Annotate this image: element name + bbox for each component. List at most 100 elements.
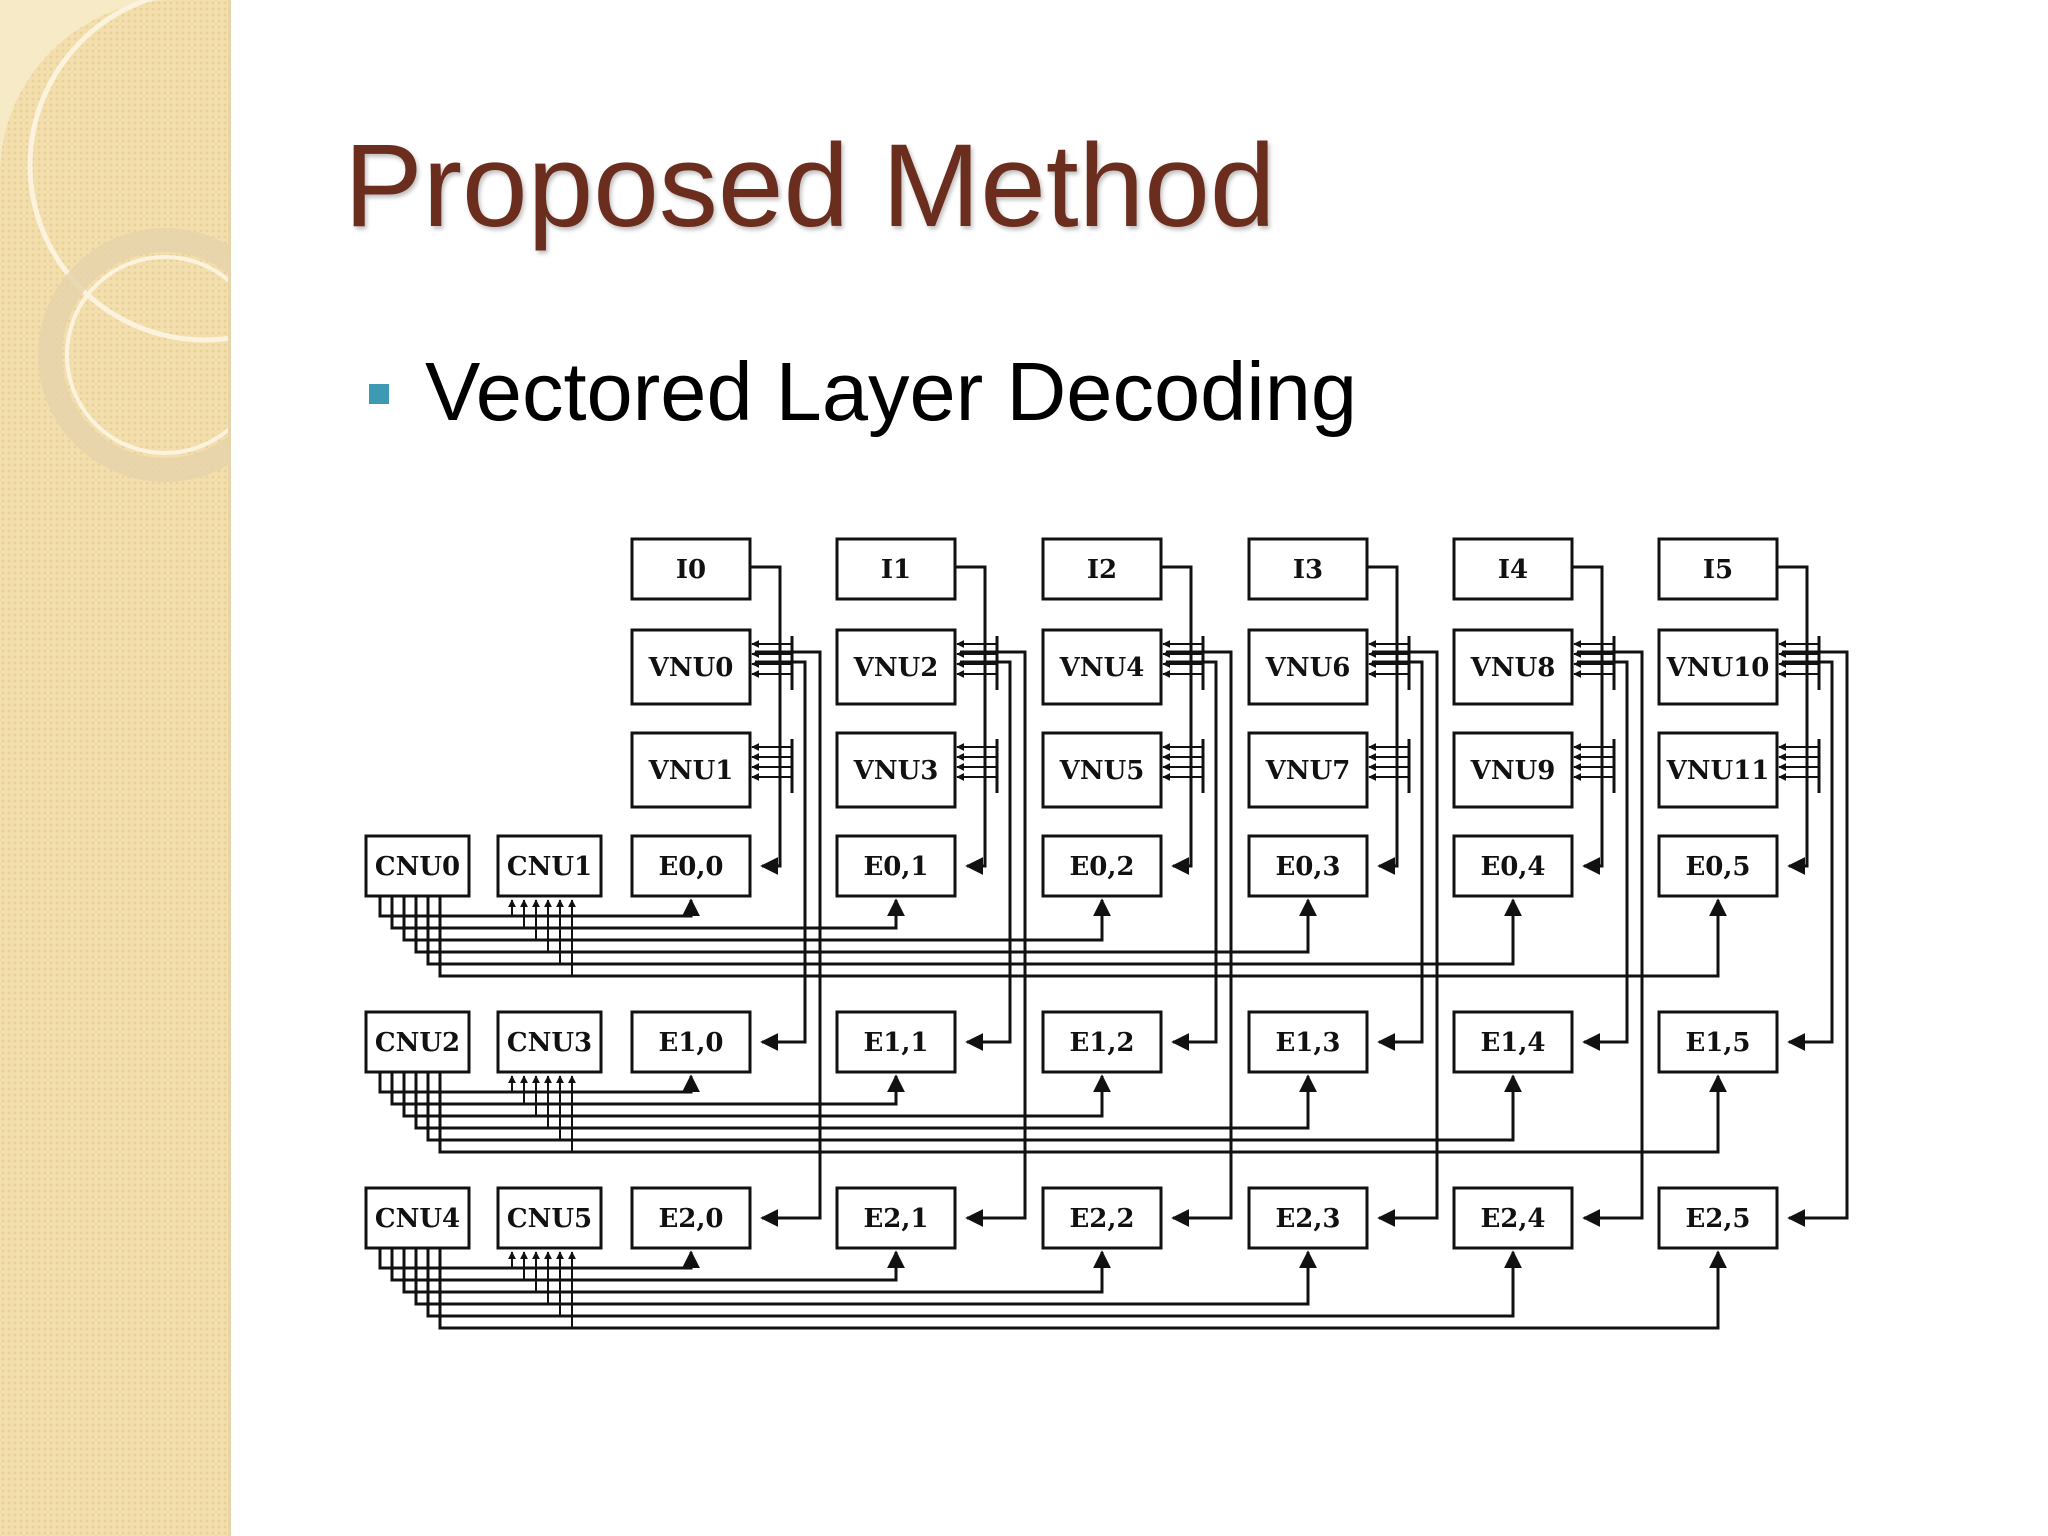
vnu-node-8-label: VNU8 [1470,653,1556,683]
edge-node-2-3-box [1247,1186,1369,1250]
cnu-edge-bus-1-3 [414,1072,1317,1130]
edge-node-1-0-label: E1,0 [658,1028,723,1058]
edge-node-1-0-box [630,1010,752,1074]
input-node-4: I4 [1452,537,1574,601]
bullet-text: Vectored Layer Decoding [425,345,1358,438]
edge-node-1-2-label: E1,2 [1069,1028,1134,1058]
vnu-to-edge1-wire-3 [1372,660,1424,1051]
bullet-marker [369,384,389,404]
vnu-node-11: VNU11 [1657,731,1779,809]
vnu-node-0-box [630,628,752,706]
input-node-4-label: I4 [1498,555,1528,585]
cnu-node-3: CNU3 [496,1010,603,1074]
edge-node-0-1-label: E0,1 [863,852,928,882]
edge-node-0-4-label: E0,4 [1480,852,1545,882]
vnu-node-10-box [1657,628,1779,706]
vnu-node-11-box [1657,731,1779,809]
edge-node-0-1-box [835,834,957,898]
vnu-to-edge2-wire-4 [1577,650,1644,1227]
edge-node-2-2-label: E2,2 [1069,1204,1134,1234]
cnu-node-5-box [496,1186,603,1250]
edge-node-1-3: E1,3 [1247,1010,1369,1074]
input-node-2: I2 [1041,537,1163,601]
vnu-node-5: VNU5 [1041,731,1163,809]
cnu-node-2-box [364,1010,471,1074]
edge-node-2-0-label: E2,0 [658,1204,723,1234]
cnu-node-5: CNU5 [496,1186,603,1250]
vnu-node-9-label: VNU9 [1470,756,1556,786]
vnu-node-1-label: VNU1 [648,756,734,786]
edge-node-2-3: E2,3 [1247,1186,1369,1250]
cnu-edge-bus-1-5 [438,1072,1727,1154]
cnu-node-4-box [364,1186,471,1250]
cnu-edge-bus-2-4 [426,1248,1522,1318]
edge-node-1-5-label: E1,5 [1685,1028,1750,1058]
edge-node-0-3-box [1247,834,1369,898]
edge-node-1-4-label: E1,4 [1480,1028,1545,1058]
vnu-node-3: VNU3 [835,731,957,809]
edge-node-1-5-box [1657,1010,1779,1074]
cnu-node-0-box [364,834,471,898]
cnu-node-5-label: CNU5 [507,1204,592,1234]
vnu-node-10: VNU10 [1657,628,1779,706]
edge-node-1-1-box [835,1010,957,1074]
edge-node-2-3-label: E2,3 [1275,1204,1340,1234]
edge-node-0-4-box [1452,834,1574,898]
cnu-edge-bus-0-5 [438,896,1727,978]
vnu-node-4-label: VNU4 [1059,653,1145,683]
edge-node-1-1: E1,1 [835,1010,957,1074]
cnu-edge-bus-1-2 [402,1072,1111,1118]
vnu-node-2: VNU2 [835,628,957,706]
cnu-node-1-label: CNU1 [507,852,592,882]
edge-node-2-4-box [1452,1186,1574,1250]
vnu-node-2-box [835,628,957,706]
input-node-1-box [835,537,957,601]
edge-node-2-2: E2,2 [1041,1186,1163,1250]
vnu-to-edge2-wire-0 [755,650,822,1227]
cnu-node-4: CNU4 [364,1186,471,1250]
cnu-edge-bus-0-1 [390,896,905,930]
cnu-node-3-box [496,1010,603,1074]
edge-node-0-3-label: E0,3 [1275,852,1340,882]
edge-node-0-5: E0,5 [1657,834,1779,898]
edge-node-0-2: E0,2 [1041,834,1163,898]
interconnect-wires [378,565,1849,1330]
vnu-node-0-label: VNU0 [648,653,734,683]
vnu-to-edge2-wire-3 [1372,650,1439,1227]
vnu-node-10-label: VNU10 [1666,653,1770,683]
cnu-edge-bus-1-4 [426,1072,1522,1142]
input-to-edge0-wire-1 [955,565,987,875]
edge-node-0-1: E0,1 [835,834,957,898]
input-node-5-label: I5 [1703,555,1733,585]
vnu-node-1: VNU1 [630,731,752,809]
vnu-node-7-box [1247,731,1369,809]
input-node-2-box [1041,537,1163,601]
input-to-edge0-wire-4 [1572,565,1604,875]
edge-node-2-1: E2,1 [835,1186,957,1250]
cnu-node-0-label: CNU0 [375,852,460,882]
input-to-edge0-wire-5 [1777,565,1809,875]
edge-node-1-2-box [1041,1010,1163,1074]
input-to-edge0-wire-0 [750,565,782,875]
edge-node-1-4: E1,4 [1452,1010,1574,1074]
cnu-node-2: CNU2 [364,1010,471,1074]
vnu-node-9-box [1452,731,1574,809]
vnu-to-edge1-wire-4 [1577,660,1629,1051]
vnu-node-7: VNU7 [1247,731,1369,809]
input-node-5: I5 [1657,537,1779,601]
input-node-1-label: I1 [881,555,911,585]
edge-node-2-5-label: E2,5 [1685,1204,1750,1234]
edge-node-0-3: E0,3 [1247,834,1369,898]
edge-node-1-1-label: E1,1 [863,1028,928,1058]
cnu-node-2-label: CNU2 [375,1028,460,1058]
edge-node-0-2-box [1041,834,1163,898]
edge-node-1-0: E1,0 [630,1010,752,1074]
input-node-3-box [1247,537,1369,601]
vnu-node-1-box [630,731,752,809]
input-to-edge0-wire-2 [1161,565,1193,875]
edge-node-0-0: E0,0 [630,834,752,898]
edge-node-2-4: E2,4 [1452,1186,1574,1250]
vnu-node-6: VNU6 [1247,628,1369,706]
input-node-5-box [1657,537,1779,601]
